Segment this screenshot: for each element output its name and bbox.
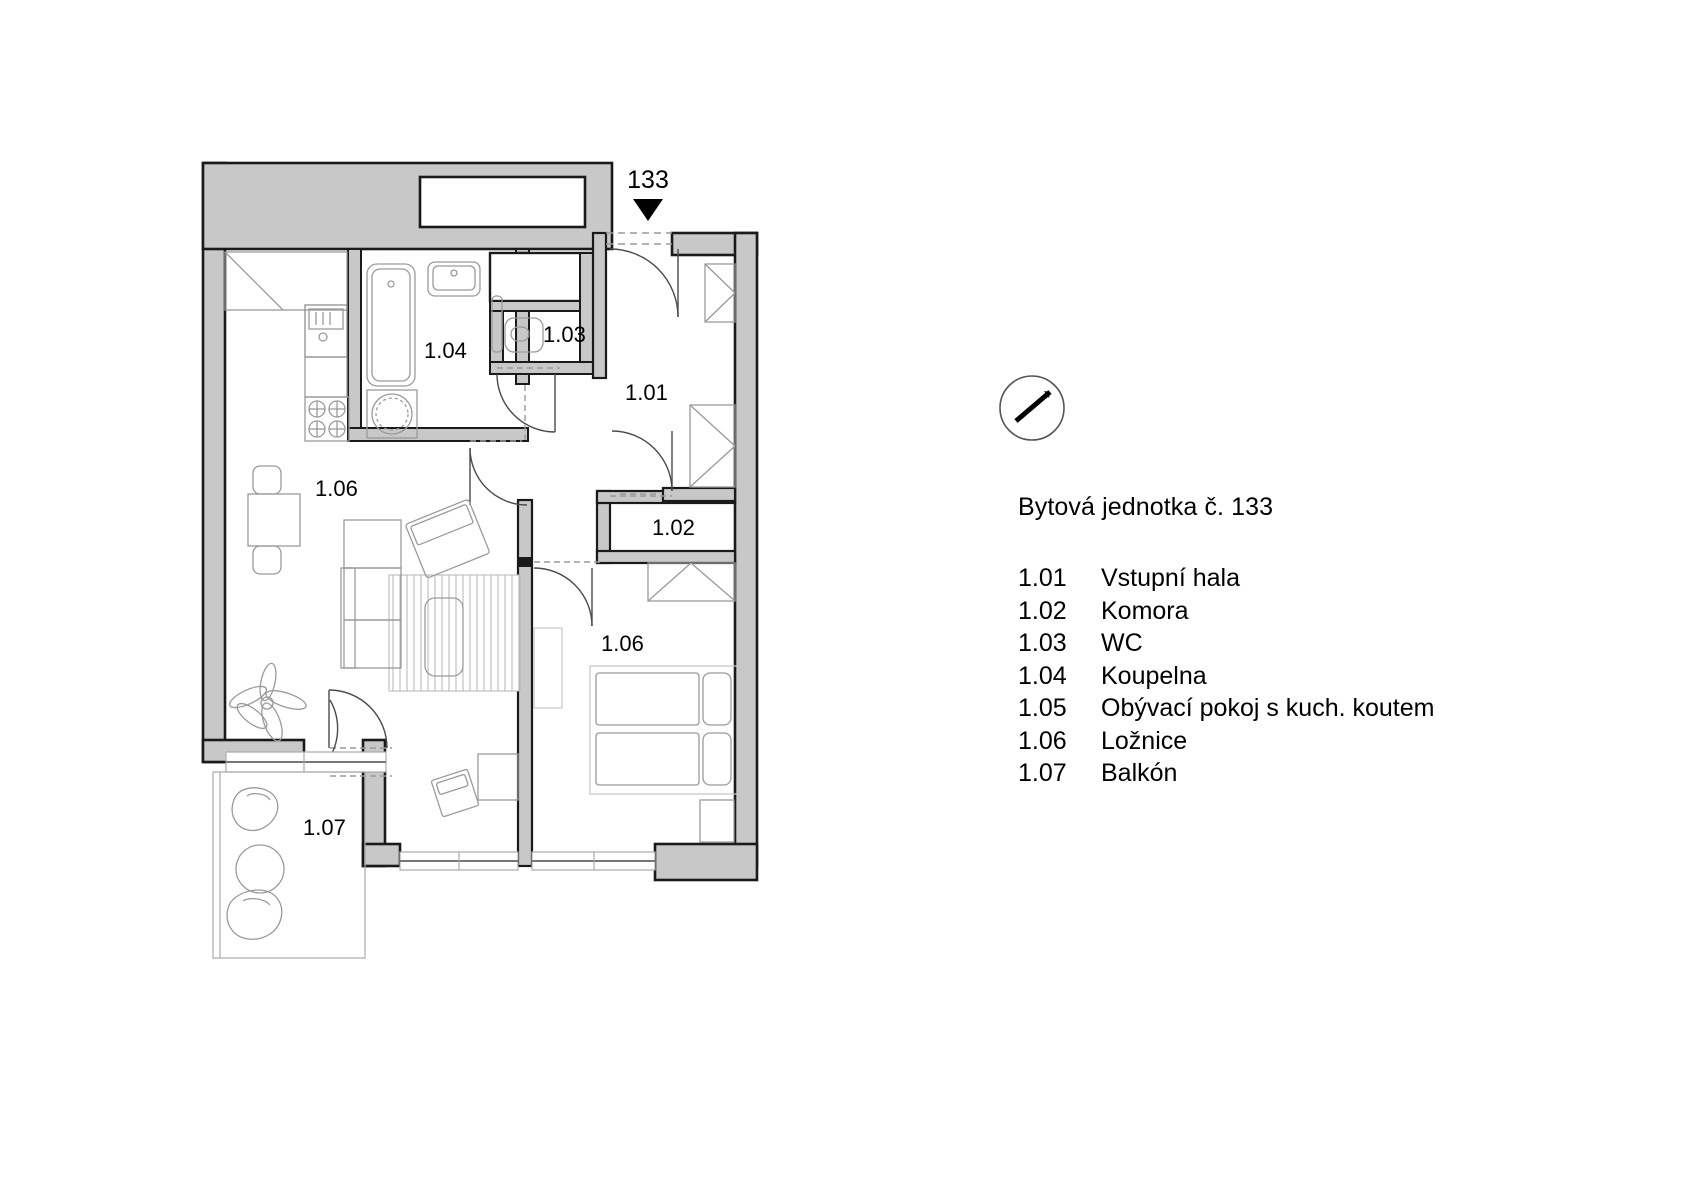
legend-row: 1.07 Balkón [1018, 757, 1538, 790]
dining-table [247, 493, 301, 547]
wardrobe-hall-top [704, 263, 736, 323]
legend-title: Bytová jednotka č. 133 [1018, 493, 1274, 521]
door-wc [496, 367, 560, 433]
room-label-104: 1.04 [424, 338, 467, 363]
room-label-101: 1.01 [625, 380, 668, 405]
door-swings [328, 232, 679, 777]
legend-row: 1.04 Koupelna [1018, 660, 1538, 693]
door-bedroom [533, 561, 600, 627]
door-komora [610, 430, 673, 497]
room-label-106-bedroom: 1.06 [601, 631, 644, 656]
pillow-top [702, 672, 732, 726]
unit-number-text: 133 [627, 166, 669, 194]
balcony-furniture [226, 787, 285, 940]
wall-balcony-right-foot [361, 842, 402, 868]
side-table [430, 768, 480, 818]
room-label-103: 1.03 [543, 322, 586, 347]
rug [388, 574, 521, 692]
armchair [405, 499, 490, 579]
legend-room-code: 1.07 [1018, 759, 1067, 787]
kitchen-fixtures [224, 251, 350, 442]
toilet [504, 317, 544, 353]
bathroom-fixtures [366, 261, 503, 439]
legend-room-code: 1.04 [1018, 661, 1067, 690]
wall-wc-divider [489, 300, 593, 312]
jamb-bedroom-door [518, 557, 532, 567]
legend-room-code: 1.01 [1018, 564, 1067, 592]
legend-room-code: 1.03 [1018, 629, 1067, 657]
kitchen-counter-top [224, 251, 348, 311]
legend-room-label: Koupelna [1101, 661, 1207, 690]
wall-hall-left [591, 231, 608, 380]
wall-kitchen-bath [347, 248, 362, 442]
towel-rail [491, 295, 503, 353]
wardrobe [647, 562, 736, 602]
nightstand [699, 799, 735, 843]
window-bottom-bedroom [531, 851, 656, 871]
wall-bottom-right [653, 842, 759, 882]
coffee-table [424, 597, 464, 677]
cooktop [304, 396, 350, 442]
living-room-furniture [228, 465, 521, 818]
wall-wc-right [579, 252, 594, 374]
legend-room-label: Ložnice [1101, 726, 1188, 755]
legend-room-label: Vstupní hala [1101, 564, 1240, 592]
kitchen-sink [304, 304, 348, 358]
legend-row: 1.02 Komora [1018, 595, 1538, 628]
balcony-rail [212, 771, 366, 959]
windows [212, 751, 656, 959]
legend-room-code: 1.05 [1018, 694, 1067, 722]
bed [589, 665, 739, 795]
room-label-107: 1.07 [303, 815, 346, 840]
legend-row: 1.05 Obývací pokoj s kuch. koutem [1018, 692, 1538, 725]
wall-bath-bottom [347, 427, 529, 442]
window-top [418, 175, 587, 229]
wall-wc-upper-box [488, 251, 594, 303]
unit-number-marker: 133 [620, 167, 676, 221]
plant [228, 662, 307, 742]
wall-hall-bedroom [661, 486, 737, 503]
wall-komora-bottom [595, 549, 737, 565]
legend-panel: Bytová jednotka č. 133 1.01 Vstupní hala… [1018, 493, 1538, 790]
window-bottom-living [399, 851, 519, 871]
balcony-chair-2 [226, 889, 283, 940]
washbasin [427, 261, 481, 297]
window-balcony-glazing [225, 751, 387, 773]
legend-room-list: 1.01 Vstupní hala 1.02 Komora 1.03 WC 1.… [1018, 562, 1538, 790]
bathtub [366, 263, 416, 387]
north-arrow-compass [999, 375, 1065, 441]
balcony-table [235, 844, 285, 894]
wc-fixtures [504, 317, 544, 353]
legend-room-label: WC [1101, 629, 1143, 657]
bedroom-shelf [533, 627, 563, 709]
kitchen-corner-diagonal [224, 251, 284, 311]
tv-cabinet [477, 753, 519, 801]
wall-left-exterior [201, 161, 227, 764]
legend-row: 1.01 Vstupní hala [1018, 562, 1538, 595]
legend-room-label: Komora [1101, 596, 1189, 625]
legend-room-label: Obývací pokoj s kuch. koutem [1101, 694, 1435, 722]
door-bathroom [469, 440, 528, 506]
dining-chair-top [252, 465, 282, 495]
washing-machine [366, 389, 418, 439]
bedroom-furniture [533, 263, 739, 843]
wardrobe-hall [689, 404, 736, 488]
legend-room-code: 1.06 [1018, 726, 1067, 755]
dining-chair-bottom [252, 545, 282, 575]
structure-walls [201, 161, 759, 882]
room-label-106-living: 1.06 [315, 476, 358, 501]
pillow-bottom [702, 732, 732, 786]
legend-row: 1.03 WC [1018, 627, 1538, 660]
legend-room-label: Balkón [1101, 759, 1178, 787]
balcony-chair-1 [231, 787, 279, 832]
door-entry [606, 232, 679, 318]
legend-row: 1.06 Ložnice [1018, 725, 1538, 758]
down-triangle-marker-icon [633, 199, 663, 221]
legend-room-code: 1.02 [1018, 596, 1067, 625]
sofa [340, 519, 402, 669]
room-label-102: 1.02 [652, 515, 695, 540]
